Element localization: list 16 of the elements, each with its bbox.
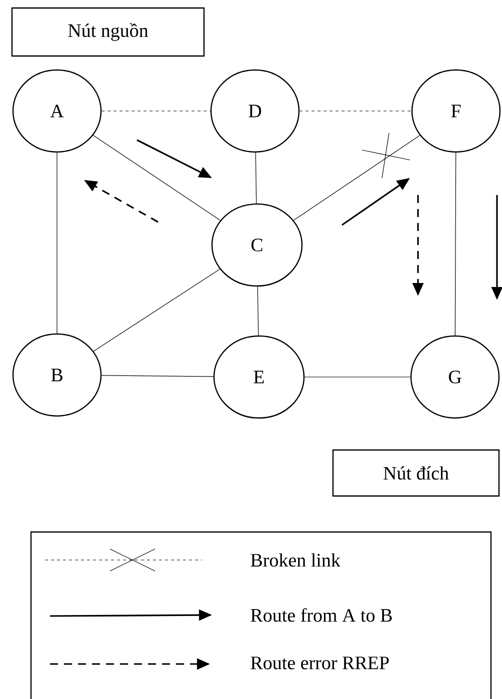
link-line <box>93 268 220 352</box>
link-line <box>56 152 58 334</box>
link-line <box>299 110 412 112</box>
label-box: Nút nguồn <box>11 7 205 57</box>
legend-text: Route from A to B <box>250 608 392 622</box>
link-line <box>101 375 214 377</box>
label-box: Nút đích <box>332 449 500 497</box>
link-line <box>293 135 420 221</box>
legend-text: Route error RREP <box>250 656 389 670</box>
link-line <box>92 134 221 221</box>
link-line <box>255 152 257 204</box>
link-line <box>257 286 259 336</box>
link-line <box>454 152 456 336</box>
link-line <box>101 110 211 112</box>
legend-text: Broken link <box>250 553 340 567</box>
link-line <box>304 376 411 378</box>
